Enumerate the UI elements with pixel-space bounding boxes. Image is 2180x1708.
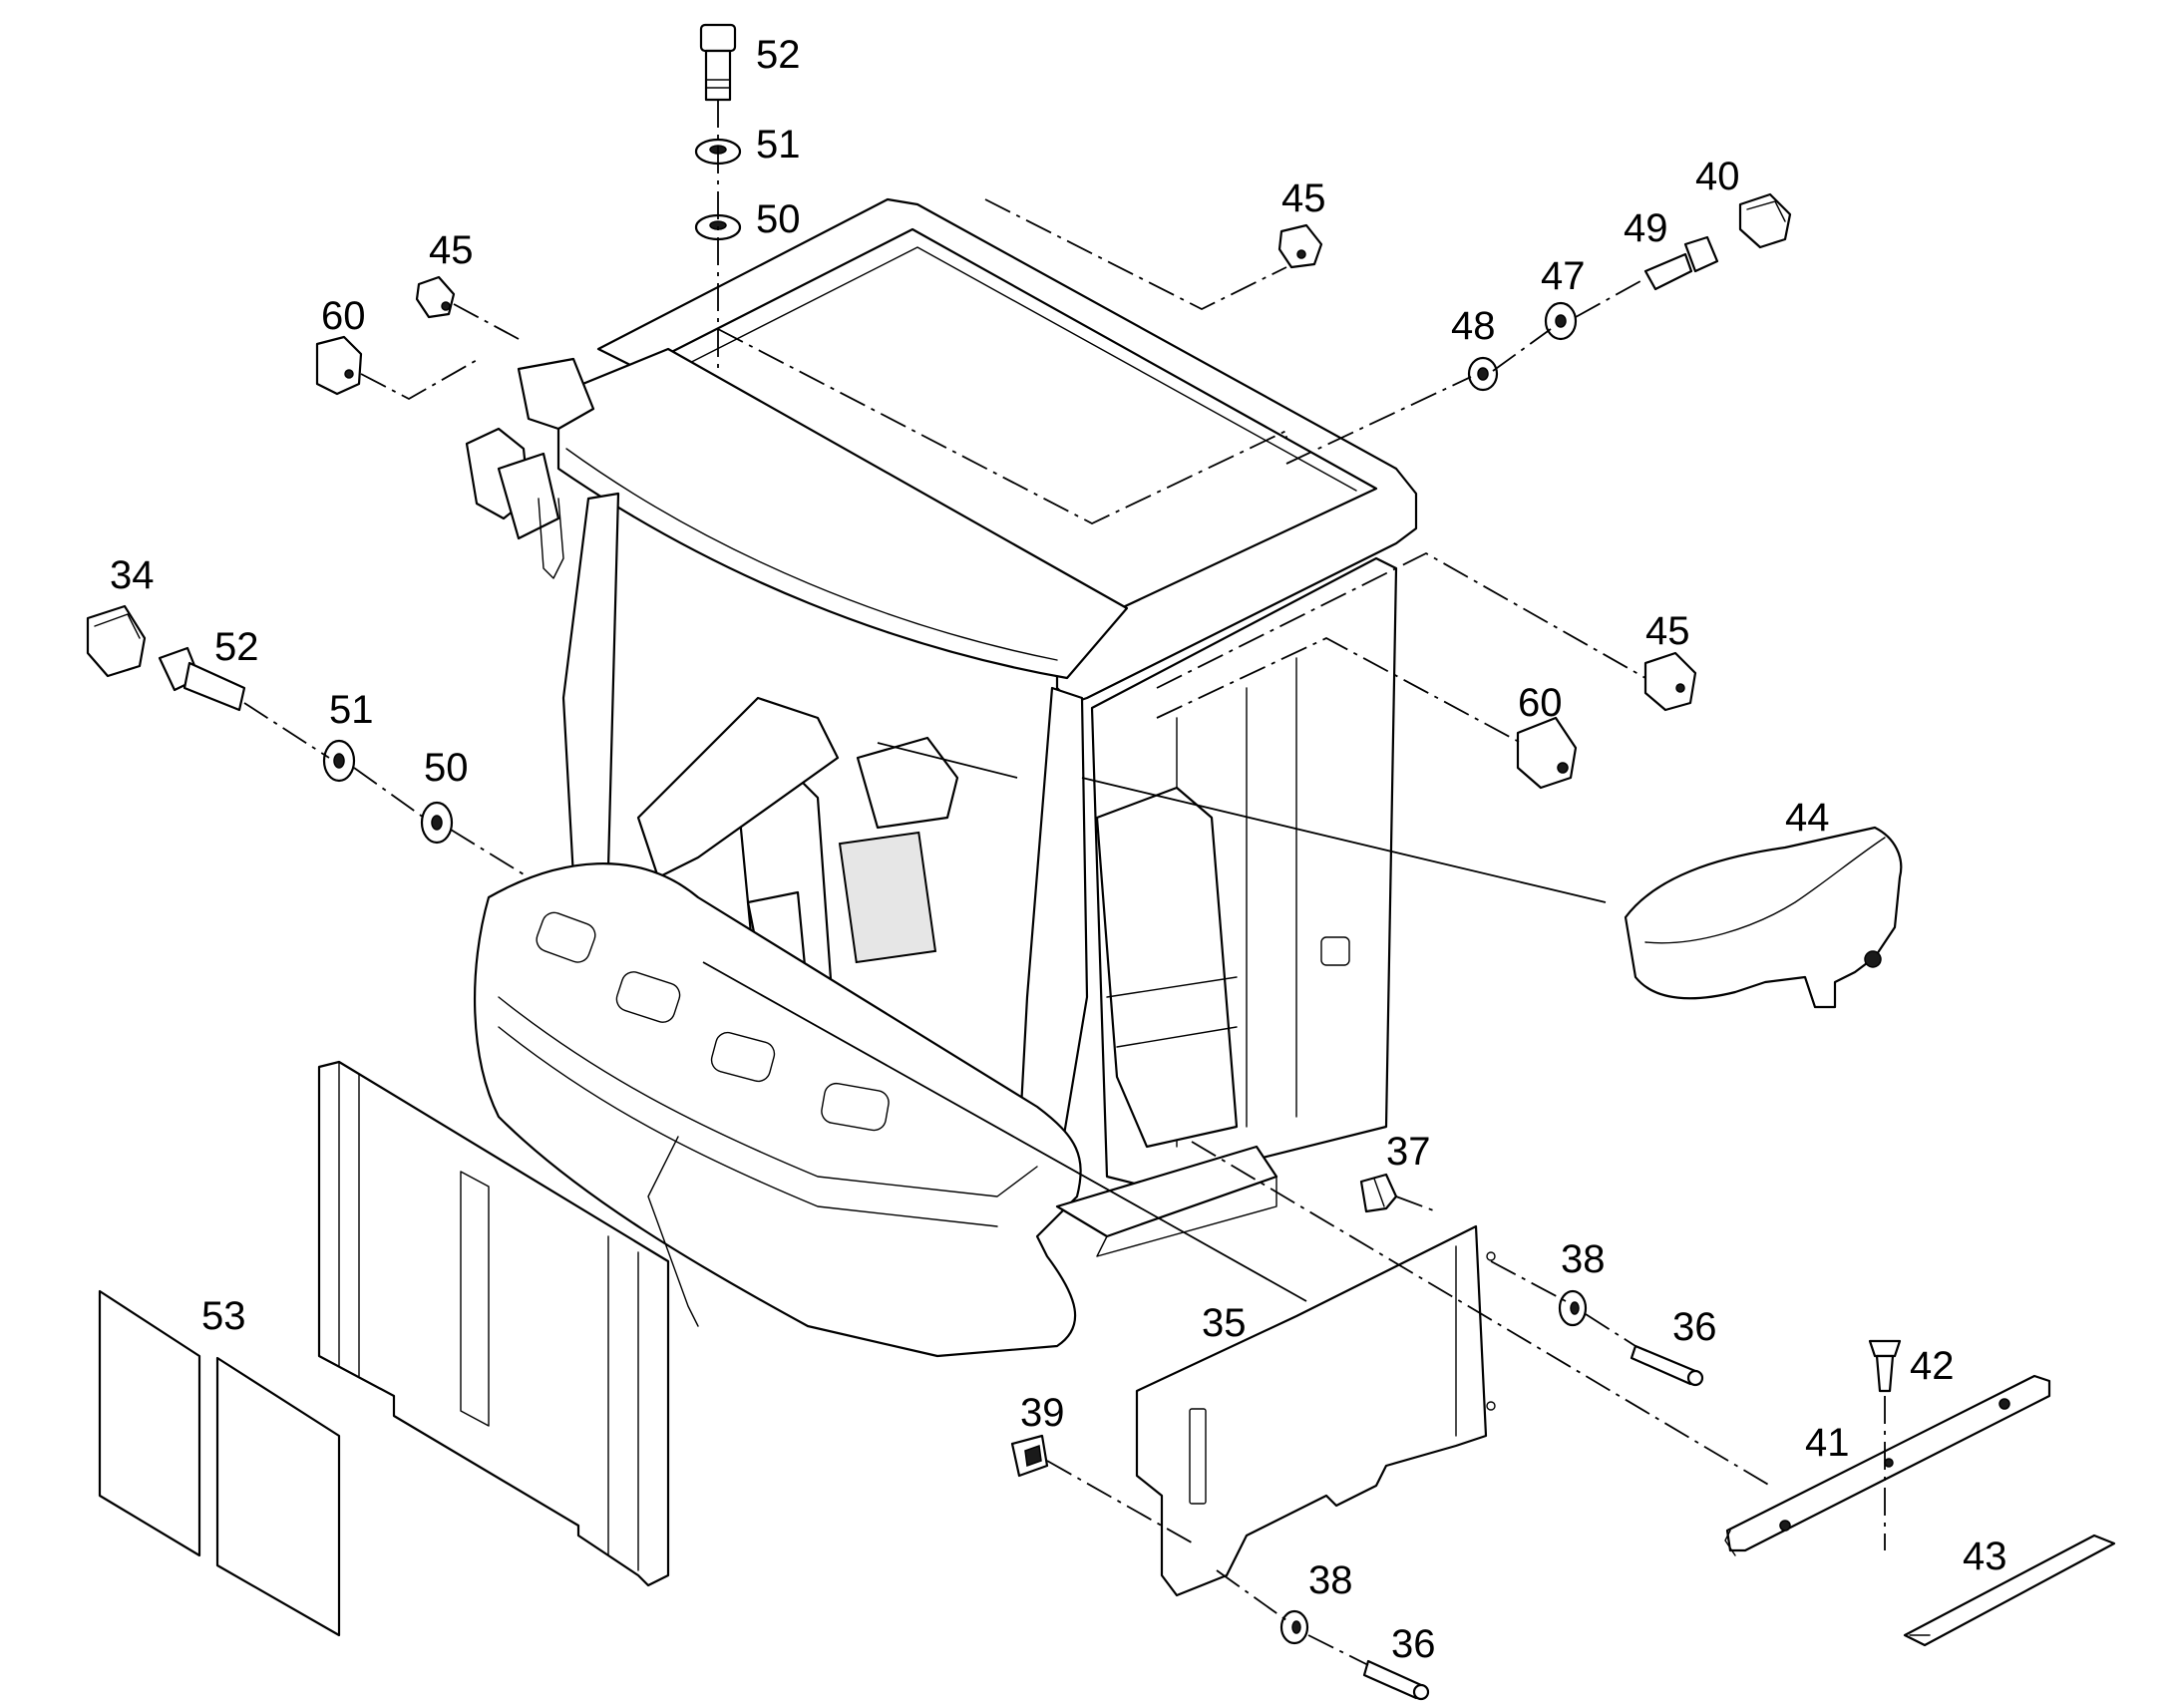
bushing-45-a (415, 275, 456, 319)
callout-41: 41 (1805, 1421, 1850, 1465)
callout-42: 42 (1910, 1344, 1955, 1388)
callout-60-right: 60 (1518, 681, 1563, 725)
seat (1095, 786, 1239, 1149)
dashboard (473, 862, 1082, 1358)
cab-assembly (465, 197, 1418, 1358)
callout-44: 44 (1785, 796, 1830, 840)
glass-pane-left (98, 1289, 201, 1557)
callout-38-top: 38 (1561, 1237, 1606, 1281)
bushing-45-c (1643, 651, 1697, 712)
callout-51-top: 51 (756, 123, 801, 167)
callout-45-top-right: 45 (1281, 176, 1326, 220)
callout-labels: 52 51 50 45 40 49 47 48 45 60 34 52 51 5… (110, 33, 2007, 1666)
rear-panel (317, 1060, 670, 1587)
callout-35: 35 (1202, 1301, 1247, 1345)
callout-49: 49 (1624, 206, 1668, 250)
callout-37: 37 (1386, 1130, 1431, 1174)
glass-pane-right (215, 1356, 341, 1637)
screw-36-top (1630, 1344, 1697, 1386)
armrest-cover (1624, 826, 1903, 1009)
dashboard-switches (536, 911, 890, 1132)
side-panel (1135, 1224, 1496, 1597)
screw-42 (1868, 1339, 1902, 1358)
callout-39: 39 (1020, 1391, 1065, 1435)
mount-60-b (1516, 716, 1578, 790)
glass-panes (98, 1289, 341, 1637)
callout-38-bottom: 38 (1308, 1558, 1353, 1602)
callout-50-left: 50 (424, 746, 469, 790)
leader-lines (243, 100, 1886, 1666)
left-a-pillar (561, 492, 620, 879)
roof-panel (556, 347, 1129, 680)
callout-45-top-left: 45 (429, 228, 474, 272)
strip-43 (1903, 1534, 2116, 1647)
cap-40 (1738, 192, 1792, 249)
mount-60-a (315, 335, 363, 396)
callout-52-top: 52 (756, 33, 801, 77)
bolt-49 (1643, 252, 1693, 291)
hardware-parts (86, 23, 2116, 1701)
callout-50-top: 50 (756, 197, 801, 241)
callout-43: 43 (1963, 1535, 2007, 1578)
callout-40: 40 (1695, 155, 1740, 198)
callout-45-right: 45 (1645, 609, 1690, 653)
screw-36-bottom (1362, 1659, 1423, 1700)
callout-60-top-left: 60 (321, 294, 366, 338)
callout-34: 34 (110, 553, 155, 597)
callout-51-left: 51 (329, 688, 374, 732)
cap-34 (86, 604, 147, 678)
callout-47: 47 (1541, 254, 1586, 298)
callout-36-top: 36 (1672, 1305, 1717, 1349)
callout-52-left: 52 (214, 625, 259, 669)
bushing-45-b (1277, 223, 1323, 269)
callout-36-bottom: 36 (1391, 1622, 1436, 1666)
callout-48: 48 (1451, 304, 1496, 348)
bolt-52-top (699, 23, 737, 102)
callout-53: 53 (201, 1294, 246, 1338)
